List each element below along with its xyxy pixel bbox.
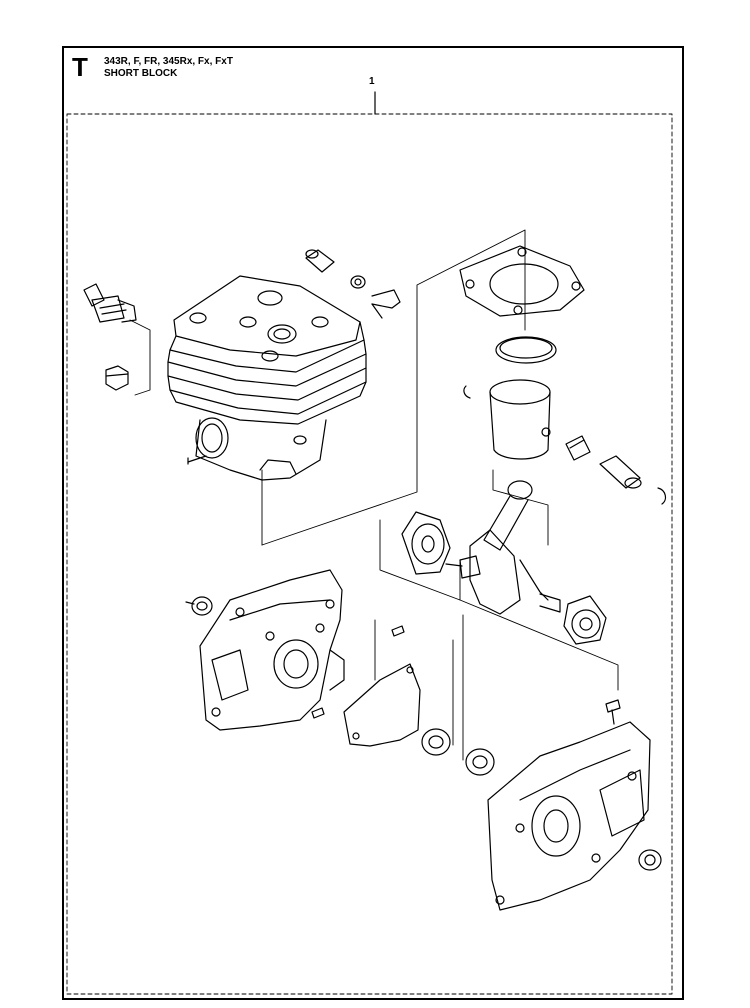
intake-pin (305, 249, 401, 319)
main-bearing-left (421, 728, 451, 756)
crankshaft (445, 480, 561, 615)
leader-lines (129, 229, 619, 761)
dowel-pins (311, 625, 405, 719)
piston (463, 379, 551, 460)
section-letter: T (72, 52, 88, 82)
oil-seal-left (185, 596, 213, 616)
crankcase-right (487, 721, 651, 911)
screw (605, 699, 621, 725)
crank-web-right (563, 595, 607, 645)
cylinder (167, 275, 367, 481)
oil-seal-right (638, 849, 662, 871)
decompression-valve (105, 365, 129, 391)
piston-ring (495, 336, 557, 364)
model-list: 343R, F, FR, 345Rx, Fx, FxT (104, 56, 233, 67)
callout-number: 1 (369, 76, 375, 87)
page-title: SHORT BLOCK (104, 68, 178, 79)
assembly-boundary (66, 91, 673, 995)
main-bearing-right (465, 748, 495, 776)
piston-pin-assembly (565, 435, 667, 505)
page-frame (62, 46, 684, 1000)
crankcase-gasket (343, 663, 421, 747)
spark-plug (83, 283, 137, 323)
cylinder-gasket (459, 245, 585, 317)
crankcase-left (199, 569, 345, 731)
crank-web-left (401, 511, 451, 575)
